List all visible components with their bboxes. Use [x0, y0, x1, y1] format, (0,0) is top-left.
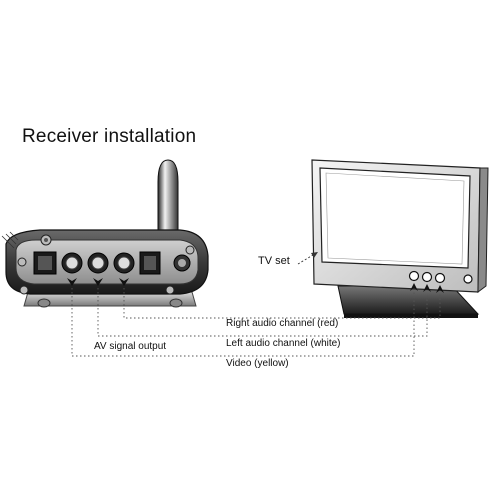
diagram-title: Receiver installation — [22, 126, 197, 147]
left-audio-label: Left audio channel (white) — [226, 338, 341, 349]
video-label: Video (yellow) — [226, 358, 289, 369]
arrow-icon — [410, 283, 444, 293]
tv-pointer-arrow — [297, 251, 319, 265]
left-audio-line — [97, 288, 428, 337]
right-audio-line — [123, 288, 441, 319]
receiver-icon — [1, 159, 209, 308]
tv-icon — [311, 159, 489, 318]
right-audio-label: Right audio channel (red) — [226, 318, 339, 329]
av-output-label: AV signal output — [94, 341, 167, 352]
connection-lines — [71, 288, 441, 357]
arrow-icon — [67, 278, 129, 286]
tv-set-label: TV set — [258, 255, 290, 267]
